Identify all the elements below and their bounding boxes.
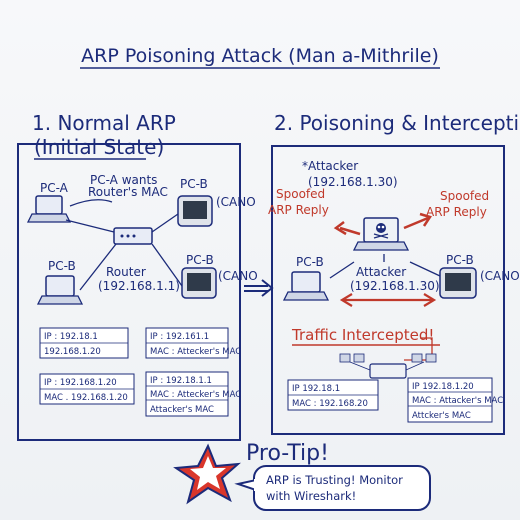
right-link-attacker-pc-b [409,261,441,277]
left-pc-a-note-2: Router's MAC [88,185,168,199]
right-attacker-links [329,254,385,279]
right-attacker-laptop-icon [352,217,410,251]
right-spoof-arrow-right [403,216,429,230]
left-table-4-row-3: Attacker's MAC [150,405,214,415]
right-spoofed-left-1: Spoofed [276,187,325,201]
right-table-2-row-3: Attcker's MAC [412,411,471,421]
left-link-router-pc-b-right [151,243,183,287]
right-table-1-row-1: IP 192.18.1 [292,384,340,394]
right-table-2: IP 192.18.1.20 MAC : Attacker's MAC Attc… [407,377,503,423]
right-table-2-row-1: IP 192.18.1.20 [412,382,474,392]
left-table-4: IP : 192.18.1.1 MAC : Attecker's MAC Att… [145,371,241,417]
left-heading: 1. Normal ARP [32,111,176,135]
left-router-label: Router [106,265,146,279]
left-subheading: (Initial State) [34,135,164,159]
right-attacker-top-label: *Attacker [302,159,358,173]
right-attacker-top-ip: (192.168.1.30) [308,175,398,189]
right-table-1-row-2: MAC : 192.168.20 [292,399,368,409]
pro-tip-bubble [234,465,431,511]
left-pc-a-label: PC-A [40,181,69,195]
right-panel [271,145,505,435]
right-pc-b-right-icon [439,267,477,299]
right-packet-flow [339,353,437,379]
left-table-3: IP : 192.168.1.20 MAC . 192.168.1.20 [39,373,135,405]
left-table-1: IP : 192.18.1 192.168.1.20 [39,327,129,359]
left-pc-a-note-1: PC-A wants [90,173,157,187]
right-traffic-intercepted: Traffic Intercepted! [291,326,434,344]
right-table-1: IP 192.18.1 MAC : 192.168.20 [287,379,379,411]
right-interception-double-arrow [339,293,437,307]
right-spoofed-left-2: ARP Reply [268,203,329,217]
left-table-4-row-2: MAC : Attecker's MAC [150,390,241,400]
left-pc-b-top-icon [177,195,213,227]
right-table-2-row-2: MAC : Attacker's MAC [412,396,503,406]
left-table-1-row-1: IP : 192.18.1 [44,332,98,342]
left-pc-b-top-side: (CANO [216,195,256,209]
right-spoof-arrowhead-right [419,212,432,227]
pro-tip-star-icon [173,443,241,505]
left-router-icon [113,227,153,245]
right-pc-b-left-label: PC-B [296,255,324,269]
left-table-3-row-1: IP : 192.168.1.20 [44,378,117,388]
right-spoof-arrow-left [339,226,361,236]
right-spoofed-right-2: ARP Reply [426,205,487,219]
left-router-ip: (192.168.1.1) [98,279,180,293]
left-pc-b-right-side: (CANO [218,269,258,283]
left-table-4-row-1: IP : 192.18.1.1 [150,376,212,386]
right-pc-b-left-icon [282,271,330,301]
right-pc-b-right-label: PC-B [446,253,474,267]
left-pc-a-arrow [69,199,113,207]
right-heading: 2. Poisoning & Interception [274,111,520,135]
right-attacker-mid-label: Attacker [356,265,406,279]
left-pc-b-top-label: PC-B [180,177,208,191]
left-table-3-row-2: MAC . 192.168.1.20 [44,393,128,403]
page-title: ARP Poisoning Attack (Man a-Mithrile) [81,45,439,67]
pro-tip-heading: Pro-Tip! [246,441,329,466]
left-table-1-row-2: 192.168.1.20 [44,347,101,357]
left-pc-a-icon [26,195,72,223]
left-table-2-row-1: IP : 192.161.1 [150,332,209,342]
left-table-2-row-2: MAC : Attecker's MAC [150,347,241,357]
left-link-pc-a-router [65,219,115,233]
left-link-pc-b-left-router [79,243,117,291]
left-table-2: IP : 192.161.1 MAC : Attecker's MAC [145,327,241,359]
left-panel [17,143,241,441]
pro-tip-line-2: with Wireshark! [266,489,356,503]
left-pc-b-right-label: PC-B [186,253,214,267]
left-pc-b-left-icon [36,275,84,305]
right-pc-b-right-side: (CANO [480,269,520,283]
right-attacker-mid-ip: (192.168.1.30) [350,279,440,293]
left-link-router-pc-b-top [151,213,179,233]
pro-tip-line-1: ARP is Trusting! Monitor [266,473,403,487]
left-pc-b-right-icon [181,267,217,299]
right-spoofed-right-1: Spoofed [440,189,489,203]
left-pc-b-left-label: PC-B [48,259,76,273]
right-spoof-arrowhead-left [333,221,347,236]
